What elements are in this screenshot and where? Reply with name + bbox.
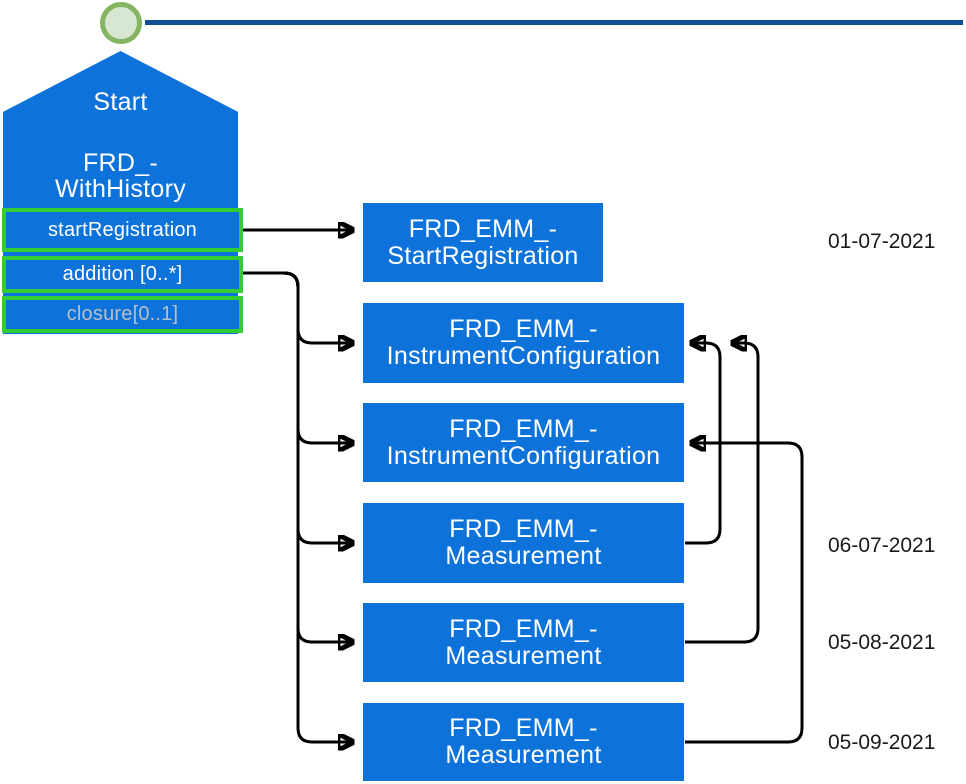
event-box-measurement-3: FRD_EMM_- Measurement (363, 703, 684, 781)
start-node-name-line2: WithHistory (54, 175, 187, 203)
start-node-title: Start (93, 88, 148, 116)
arrow-measurement-1-to-instrument-configuration-1 (685, 343, 722, 545)
date-label-4: 05-09-2021 (828, 731, 936, 754)
event-box-instrument-configuration-2: FRD_EMM_- InstrumentConfiguration (363, 403, 684, 482)
event-box-measurement-2: FRD_EMM_- Measurement (363, 603, 684, 682)
event-box-line1: FRD_EMM_- (449, 414, 598, 443)
event-box-line2: Measurement (445, 741, 602, 769)
event-box-line2: InstrumentConfiguration (386, 441, 661, 470)
event-box-line1: FRD_EMM_- (449, 614, 598, 643)
arrow-addition-to-instrument-configuration-1 (243, 271, 352, 343)
date-label-3: 05-08-2021 (828, 631, 936, 654)
operation-addition: addition [0..*] (2, 256, 243, 293)
timeline-start-marker-icon (100, 2, 142, 44)
operation-label: addition [0..*] (62, 263, 183, 285)
event-box-line2: Measurement (445, 542, 602, 570)
arrow-addition-to-measurement-1 (243, 271, 352, 543)
arrow-measurement-3-to-instrument-configuration-2 (685, 443, 804, 744)
arrow-addition-to-measurement-3 (243, 271, 352, 742)
date-label-2: 06-07-2021 (828, 534, 936, 557)
operation-label: closure[0..1] (66, 303, 179, 325)
event-box-measurement-1: FRD_EMM_- Measurement (363, 503, 684, 583)
operation-label: startRegistration (47, 218, 197, 241)
timeline-line (145, 20, 963, 25)
arrow-addition-to-measurement-2 (243, 271, 352, 642)
event-box-instrument-configuration-1: FRD_EMM_- InstrumentConfiguration (363, 303, 684, 383)
event-box-line2: Measurement (445, 641, 602, 670)
date-label-1: 01-07-2021 (828, 230, 936, 253)
event-box-line1: FRD_EMM_- (449, 315, 598, 343)
event-box-line1: FRD_EMM_- (449, 515, 598, 543)
arrow-addition-to-instrument-configuration-2 (243, 271, 352, 443)
arrow-measurement-2-to-instrument-configuration-1 (685, 343, 760, 644)
start-node-name-line1: FRD_- (82, 149, 159, 177)
event-box-line1: FRD_EMM_- (449, 714, 598, 742)
operation-closure: closure[0..1] (2, 296, 243, 333)
event-box-line2: InstrumentConfiguration (386, 342, 661, 370)
event-box-line1: FRD_EMM_- (408, 214, 558, 243)
event-box-start-registration: FRD_EMM_- StartRegistration (363, 203, 603, 282)
operation-start-registration: startRegistration (2, 208, 243, 252)
event-box-line2: StartRegistration (387, 241, 579, 270)
